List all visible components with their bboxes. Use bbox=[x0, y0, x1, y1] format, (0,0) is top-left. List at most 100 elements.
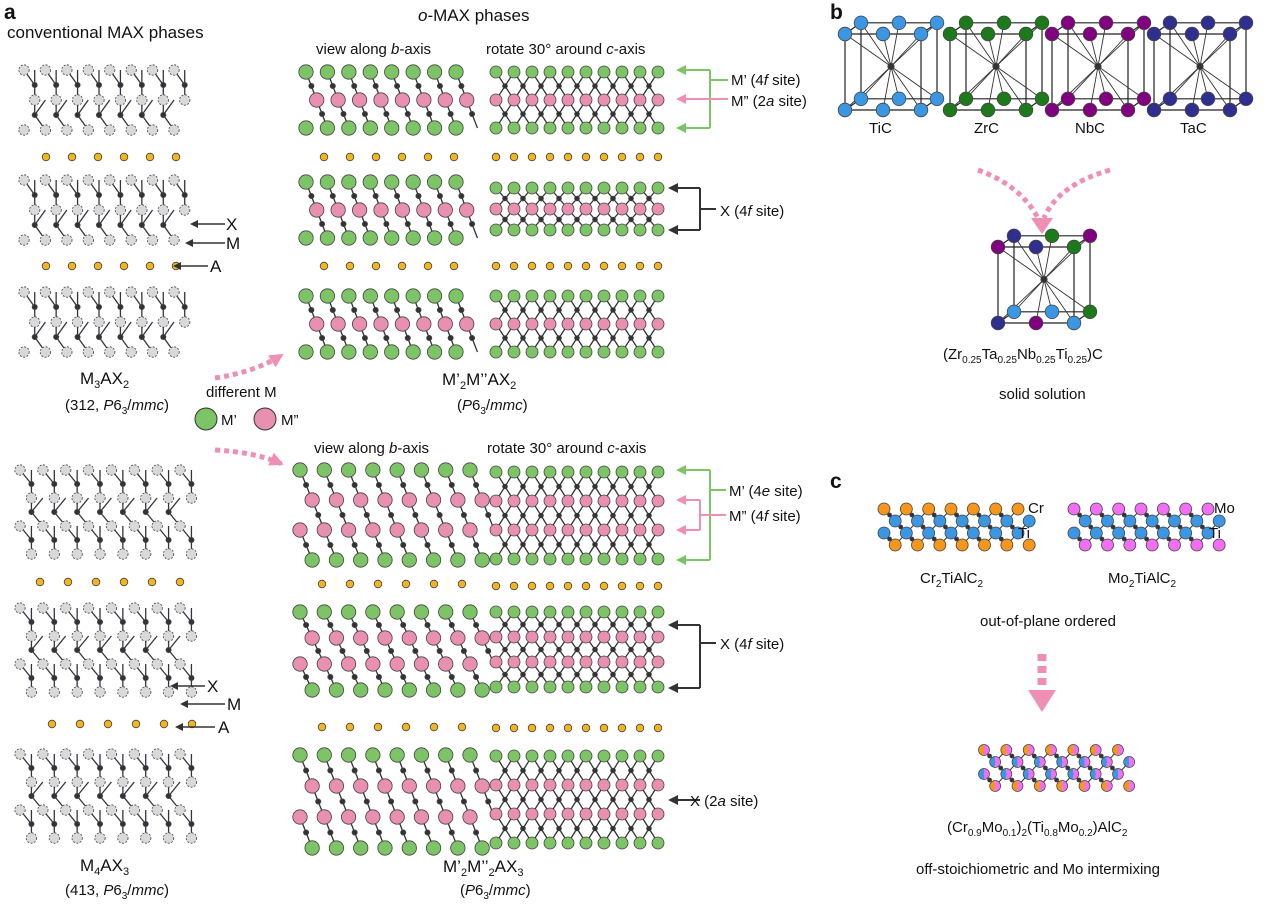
rotate-c-axis-label-top: rotate 30° around c-axis bbox=[486, 41, 645, 58]
atom-label-x-bottom: X bbox=[207, 677, 218, 696]
mixed-atom bbox=[1089, 744, 1102, 756]
formula-413: M4AX3 bbox=[80, 856, 129, 878]
conv312-slab-1 bbox=[18, 64, 191, 136]
mixed-atom bbox=[1112, 768, 1124, 780]
solid-solution-formula: (Zr0.25Ta0.25Nb0.25Ti0.25)C bbox=[943, 346, 1103, 366]
mixed-atom bbox=[1067, 744, 1080, 756]
omax312-b-a-row-2 bbox=[319, 261, 459, 271]
mixed-atom bbox=[1033, 780, 1046, 792]
mixed-atom bbox=[978, 768, 990, 780]
mixed-atom bbox=[1045, 768, 1057, 780]
cube-zrc bbox=[942, 15, 1050, 118]
mixed-atom bbox=[1078, 756, 1091, 768]
omax413-c-slab-2 bbox=[489, 605, 665, 694]
mixed-atom bbox=[978, 744, 990, 756]
curved-arrow-top bbox=[214, 352, 284, 381]
conv413-slab-3 bbox=[14, 748, 198, 844]
omax312-b-slab-3 bbox=[298, 288, 479, 360]
mixed-atom bbox=[1100, 780, 1113, 792]
slab-mo2tialc2 bbox=[1067, 502, 1226, 552]
site-arrowheads-bottom bbox=[668, 465, 686, 805]
cube-solid-solution bbox=[990, 228, 1098, 331]
site-label-m2-bottom: M” (4f site) bbox=[729, 508, 801, 525]
mixed-atom bbox=[1123, 780, 1136, 792]
carbide-label-zrc: ZrC bbox=[974, 120, 999, 137]
legend-m1-label: M’ bbox=[221, 412, 237, 429]
label-cr: Cr bbox=[1028, 500, 1044, 517]
mixed-atom bbox=[1078, 780, 1091, 792]
mixed-atom bbox=[989, 756, 1002, 768]
desc-omax-413: (P63/mmc) bbox=[460, 882, 531, 902]
site-label-m2-top: M” (2a site) bbox=[731, 93, 807, 110]
mixed-atom bbox=[1100, 756, 1113, 768]
panel-label-c: c bbox=[830, 470, 842, 493]
mixed-atom bbox=[1011, 780, 1024, 792]
omax312-c-slab-2 bbox=[489, 181, 665, 237]
conv413-slab-2 bbox=[14, 602, 198, 698]
label-mo: Mo bbox=[1214, 500, 1235, 517]
mixed-atom bbox=[1089, 768, 1102, 780]
omax413-c-a-row-1 bbox=[491, 581, 663, 591]
mixed-atom bbox=[1033, 756, 1046, 768]
formula-omax-312: M’2M’’AX2 bbox=[442, 370, 516, 392]
carbide-label-tic: TiC bbox=[869, 120, 892, 137]
omax312-c-slab-1 bbox=[489, 65, 665, 135]
cube-tic bbox=[837, 15, 945, 118]
atom-label-x-top: X bbox=[226, 215, 237, 234]
omax312-b-a-row-1 bbox=[319, 152, 459, 162]
mixed-atom bbox=[1045, 744, 1057, 756]
converge-arrow-right bbox=[1041, 167, 1111, 220]
mixed-formula: (Cr0.9Mo0.1)2(Ti0.8Mo0.2)AlC2 bbox=[947, 819, 1128, 839]
desc-omax-312: (P63/mmc) bbox=[457, 397, 528, 417]
slab-mixed bbox=[978, 744, 1136, 792]
site-arrowheads-top bbox=[668, 65, 686, 235]
conv413-slab-1 bbox=[14, 464, 198, 560]
site-label-x-top: X (4f site) bbox=[720, 203, 784, 220]
omax312-c-slab-3 bbox=[489, 289, 665, 359]
omax413-b-slab-2 bbox=[292, 604, 495, 698]
cube-nbc bbox=[1044, 15, 1152, 118]
label-ti: Ti bbox=[1018, 525, 1030, 542]
converge-arrow-left bbox=[977, 167, 1041, 220]
atom-pointer-arrows bbox=[175, 223, 225, 728]
converge-arrow-head bbox=[1031, 218, 1053, 234]
omax413-b-a-row-2 bbox=[317, 722, 467, 732]
conv312-a-row-1 bbox=[41, 152, 181, 162]
crystal-structures bbox=[14, 15, 1254, 856]
omax413-c-slab-1 bbox=[489, 465, 665, 566]
formula-312: M3AX2 bbox=[80, 369, 129, 391]
legend-m2-circle bbox=[253, 407, 277, 431]
conv312-slab-2 bbox=[18, 174, 191, 246]
rotate-c-axis-label-bottom: rotate 30° around c-axis bbox=[487, 440, 646, 457]
label-ti-2: Ti bbox=[1209, 525, 1221, 542]
conv413-a-row-1 bbox=[35, 577, 185, 587]
mixed-atom bbox=[1123, 756, 1136, 768]
mixed-atom bbox=[1056, 756, 1069, 768]
site-label-m1-top: M’ (4f site) bbox=[731, 72, 800, 89]
mixed-atom bbox=[1000, 768, 1013, 780]
conv312-slab-3 bbox=[18, 286, 191, 358]
omax413-c-slab-3 bbox=[489, 749, 665, 850]
atom-label-a-top: A bbox=[210, 257, 222, 276]
mixed-label: off-stoichiometric and Mo intermixing bbox=[916, 861, 1160, 878]
cube-tac bbox=[1146, 15, 1254, 118]
mixed-atom bbox=[1067, 768, 1080, 780]
formula-omax-413: M’2M’’2AX3 bbox=[443, 857, 523, 879]
slab-cr2tialc2 bbox=[877, 502, 1036, 552]
view-b-axis-label-bottom: view along b-axis bbox=[314, 440, 429, 457]
atom-label-a-bottom: A bbox=[218, 718, 230, 737]
panel-label-b: b bbox=[830, 1, 843, 24]
legend-m2-label: M” bbox=[281, 412, 299, 429]
carbide-label-nbc: NbC bbox=[1075, 120, 1105, 137]
view-b-axis-label-top: view along b-axis bbox=[316, 41, 431, 58]
omax312-c-a-row-1 bbox=[491, 152, 663, 162]
atom-label-m-top: M bbox=[226, 234, 240, 253]
omax413-b-slab-3 bbox=[292, 747, 495, 856]
mixed-atom bbox=[1000, 744, 1013, 756]
out-of-plane-label: out-of-plane ordered bbox=[980, 613, 1116, 630]
omax413-c-a-row-2 bbox=[491, 723, 663, 733]
mixed-atom bbox=[1022, 744, 1035, 756]
omax312-b-slab-1 bbox=[298, 64, 479, 136]
atom-label-m-bottom: M bbox=[227, 695, 241, 714]
